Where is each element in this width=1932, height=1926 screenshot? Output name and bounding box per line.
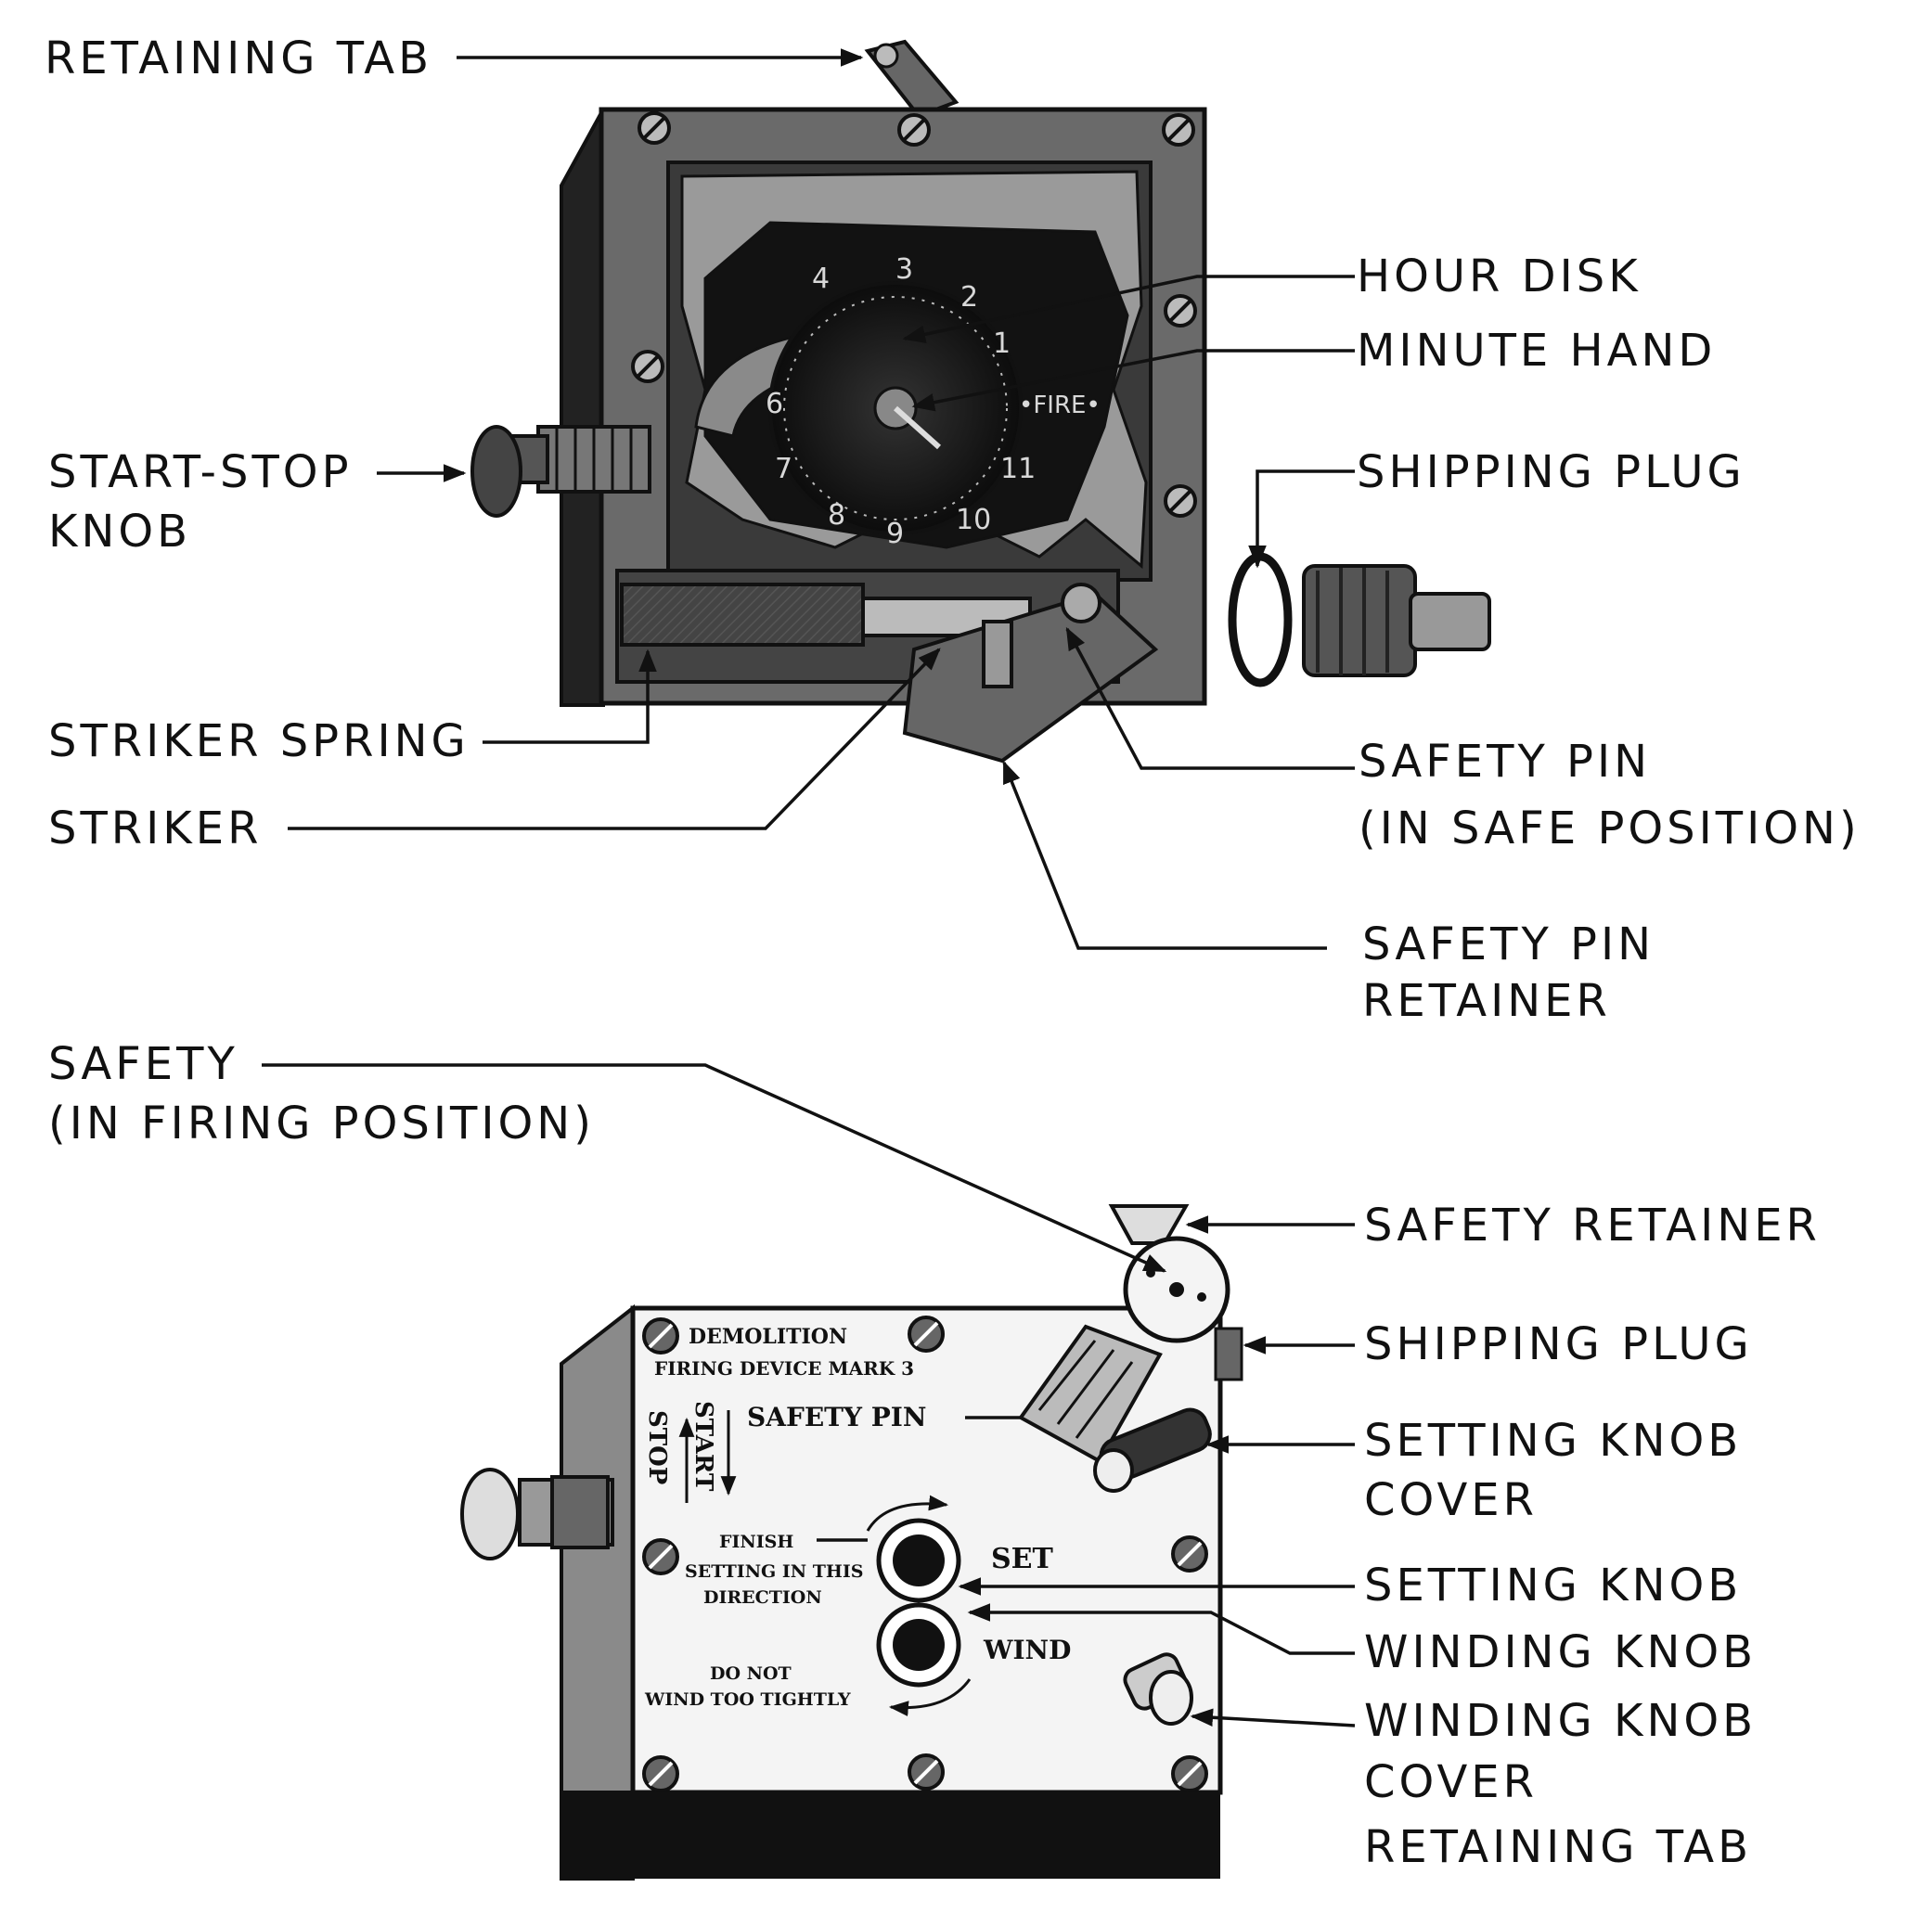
plate-warn-2: WIND TOO TIGHTLY — [644, 1689, 851, 1710]
plate-safety-pin: SAFETY PIN — [747, 1402, 926, 1432]
plate-wind: WIND — [983, 1635, 1071, 1665]
label-safety-pin-2: (IN SAFE POSITION) — [1359, 798, 1861, 859]
plate-start: START — [689, 1401, 717, 1492]
start-stop-knob-bottom-part — [462, 1470, 612, 1559]
dial-number: 10 — [956, 504, 991, 536]
bottom-device: DEMOLITION FIRING DEVICE MARK 3 START ST… — [462, 1206, 1242, 1879]
dial-number: 9 — [886, 518, 904, 550]
label-striker-spring: STRIKER SPRING — [48, 711, 470, 772]
label-winding-knob-cover-3: RETAINING TAB — [1364, 1817, 1752, 1878]
label-minute-hand: MINUTE HAND — [1357, 320, 1716, 381]
label-shipping-plug-bottom: SHIPPING PLUG — [1364, 1314, 1753, 1375]
plate-title-1: DEMOLITION — [689, 1325, 847, 1349]
top-device-side — [561, 109, 603, 705]
label-winding-knob: WINDING KNOB — [1364, 1622, 1757, 1683]
label-winding-knob-cover-2: COVER — [1364, 1752, 1538, 1813]
label-safety-retainer: SAFETY RETAINER — [1364, 1195, 1821, 1256]
top-device: 4 3 2 1 6 7 8 9 10 11 •FIRE• — [472, 42, 1204, 761]
label-safety-2: (IN FIRING POSITION) — [48, 1093, 595, 1154]
label-shipping-plug-top: SHIPPING PLUG — [1357, 442, 1745, 503]
label-striker: STRIKER — [48, 798, 262, 859]
label-start-stop-knob-2: KNOB — [48, 501, 191, 562]
dial-fire-mark: •FIRE• — [1019, 392, 1101, 419]
striker-spring-part — [622, 584, 863, 645]
plate-warn-1: DO NOT — [710, 1663, 792, 1684]
dial-number: 11 — [1000, 453, 1036, 485]
label-safety-1: SAFETY — [48, 1034, 238, 1095]
dial-number: 4 — [812, 263, 830, 295]
label-start-stop-knob-1: START-STOP — [48, 442, 353, 503]
dial-number: 2 — [960, 281, 978, 314]
dial-number: 8 — [828, 499, 845, 532]
dial-number: 6 — [766, 388, 783, 420]
dial-number: 7 — [775, 453, 792, 485]
shipping-plug-top-part — [1232, 557, 1489, 683]
shipping-plug-bottom-part — [1216, 1329, 1242, 1380]
label-setting-knob-cover-1: SETTING KNOB — [1364, 1410, 1742, 1471]
label-retaining-tab: RETAINING TAB — [45, 28, 432, 89]
plate-stop: STOP — [643, 1410, 671, 1484]
label-hour-disk: HOUR DISK — [1357, 246, 1642, 307]
dial-number: 3 — [895, 253, 913, 286]
label-setting-knob-cover-2: COVER — [1364, 1470, 1538, 1531]
label-safety-pin-retainer-2: RETAINER — [1362, 970, 1611, 1032]
leader-safety-pin-retainer — [1004, 763, 1327, 948]
label-safety-pin-1: SAFETY PIN — [1359, 731, 1651, 792]
label-setting-knob: SETTING KNOB — [1364, 1555, 1742, 1616]
plate-finish-3: DIRECTION — [703, 1587, 822, 1608]
dial-number: 1 — [993, 327, 1011, 360]
plate-title-2: FIRING DEVICE MARK 3 — [654, 1357, 914, 1380]
label-safety-pin-retainer-1: SAFETY PIN — [1362, 914, 1655, 975]
plate-finish-1: FINISH — [719, 1532, 793, 1552]
leader-shipping-plug-top — [1257, 471, 1355, 566]
plate-set: SET — [991, 1543, 1054, 1575]
label-winding-knob-cover-1: WINDING KNOB — [1364, 1690, 1757, 1752]
plate-finish-2: SETTING IN THIS — [685, 1561, 863, 1582]
